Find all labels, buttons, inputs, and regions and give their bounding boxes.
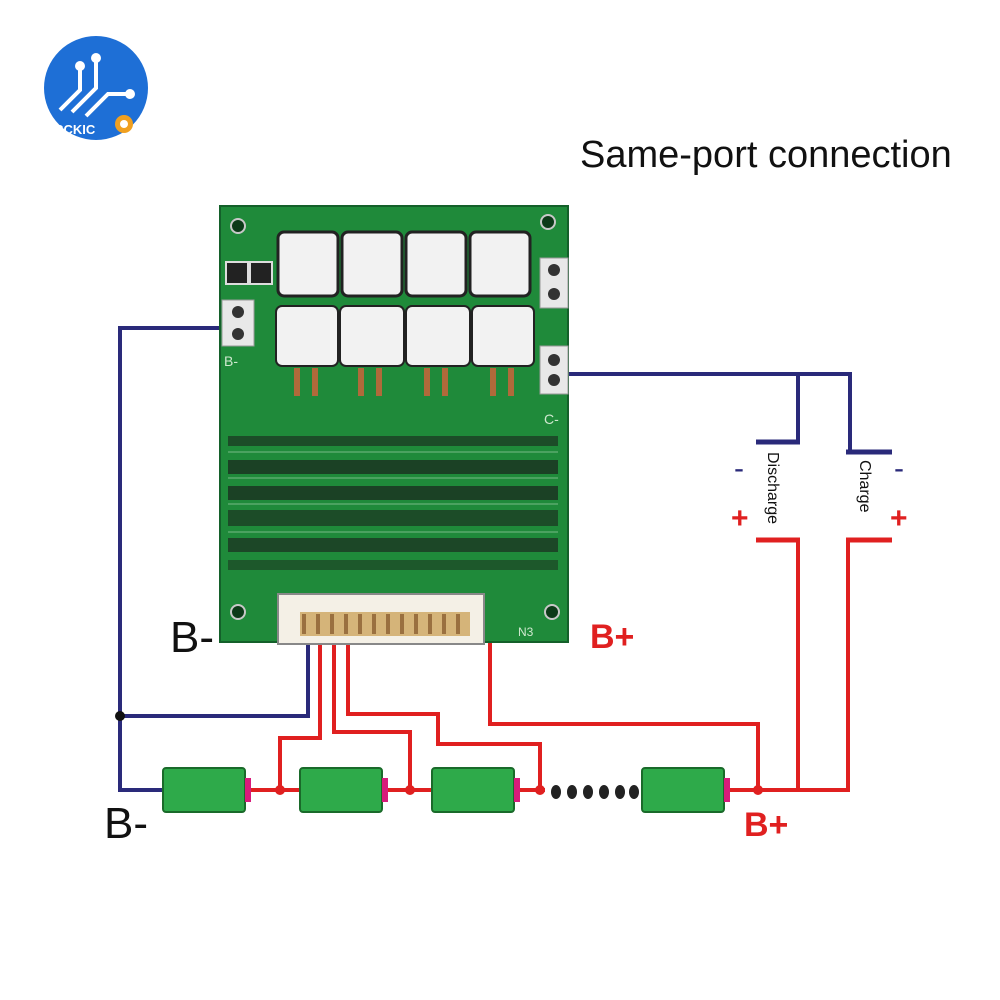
silkscreen-lines — [228, 451, 558, 533]
cell-terminal — [514, 778, 520, 802]
balance-wire-1 — [278, 640, 322, 790]
b-minus-wire-left — [118, 326, 222, 792]
battery-cells — [162, 767, 730, 813]
charge-plus-sign: + — [890, 502, 908, 535]
discharge-label: Discharge — [764, 452, 781, 524]
battery-cell — [299, 767, 388, 813]
positive-junction-dots — [275, 785, 763, 795]
mosfet-legs — [294, 368, 514, 396]
b-minus-bottom-label: B- — [104, 799, 148, 848]
smd-components — [228, 436, 558, 570]
pcb-c-minus-mark: C- — [544, 411, 559, 427]
c-minus-pad — [539, 345, 569, 395]
junction-dot — [115, 711, 125, 721]
cell-terminal — [382, 778, 388, 802]
pcb-b-minus-mark: B- — [224, 353, 238, 369]
connector-label: N3 — [518, 625, 534, 639]
b-plus-balance-wire — [488, 640, 760, 790]
discharge-minus-sign: - — [734, 452, 744, 485]
cell-terminal — [724, 778, 730, 802]
balance-wire-3 — [346, 640, 542, 790]
mosfet-array — [275, 230, 535, 367]
battery-cell — [641, 767, 730, 813]
battery-cell — [162, 767, 251, 813]
b-minus-board-label: B- — [170, 613, 214, 662]
b-plus-to-discharge-wire — [758, 538, 800, 790]
b-minus-to-connector-wire — [120, 640, 310, 718]
brand-logo: OCCKIC — [44, 36, 148, 140]
balance-wire-2 — [332, 640, 412, 790]
c-minus-to-discharge-wire — [565, 372, 800, 444]
logo-text: OCCKIC — [44, 122, 96, 137]
load-terminals: - + - + Discharge Charge — [731, 439, 908, 543]
b-plus-bottom-label: B+ — [744, 806, 788, 844]
ellipsis-dots — [551, 785, 639, 799]
c-minus-to-charge-wire — [798, 372, 890, 454]
charge-label: Charge — [856, 460, 873, 513]
logo-circuit-traces — [58, 62, 126, 118]
charge-minus-sign: - — [894, 452, 904, 485]
discharge-plus-sign: + — [731, 502, 749, 535]
b-plus-board-label: B+ — [590, 618, 634, 656]
page-title: Same-port connection — [580, 134, 952, 176]
bms-pcb-board: B- C- N3 — [219, 205, 569, 645]
b-plus-to-charge-wire — [728, 538, 890, 792]
battery-cell — [431, 767, 520, 813]
cell-terminal — [245, 778, 251, 802]
